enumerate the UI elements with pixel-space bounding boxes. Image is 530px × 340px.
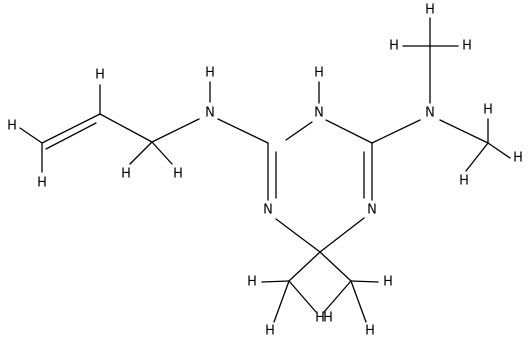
bond-mel-h3 xyxy=(288,280,317,313)
bond-c6-n1 xyxy=(275,218,321,253)
atom-n-amine-label: N xyxy=(205,106,215,121)
bond-mer-h3 xyxy=(323,280,352,313)
atom-labels: N H N N N H N H H H H H H H H H H H H H … xyxy=(7,3,523,339)
bond-c2-n3 xyxy=(285,121,313,141)
atom-n5-label: N xyxy=(367,203,377,218)
bond-mel-h1 xyxy=(261,280,290,283)
atom-h-me1-top-label: H xyxy=(425,3,435,18)
atom-n1-label: N xyxy=(263,203,273,218)
atom-h-allyl1-label: H xyxy=(121,167,131,182)
bond-me2-hbottom xyxy=(465,142,489,172)
bonds xyxy=(19,17,511,323)
bond-n3-c4 xyxy=(325,119,373,144)
bond-mer-h2 xyxy=(350,280,367,323)
atom-h-cme-right2-label: H xyxy=(365,324,375,339)
atom-h-allyl2-label: H xyxy=(173,167,183,182)
atom-h-vinyl-top-label: H xyxy=(95,68,105,83)
atom-h-me1-left-label: H xyxy=(389,39,399,54)
bond-ch-ch2-a xyxy=(41,113,101,144)
bond-mer-h1 xyxy=(350,280,379,283)
bond-c2-nh xyxy=(217,118,269,144)
atom-h-me2-top-label: H xyxy=(483,103,493,118)
atom-n3-label: N xyxy=(314,106,324,121)
atom-h-cme-left1-label: H xyxy=(247,275,257,290)
bond-ch2-ch xyxy=(99,113,153,143)
atom-h-vinyl-left1-label: H xyxy=(7,119,17,134)
bond-ch-ch2-b xyxy=(45,122,97,150)
atom-h-amine-label: H xyxy=(205,66,215,81)
bond-ch2-h2 xyxy=(151,141,173,165)
atom-h-n3-label: H xyxy=(314,66,324,81)
atom-h-me2-right-label: H xyxy=(513,151,523,166)
bond-c6-mel xyxy=(288,251,321,282)
bond-vinyl-h1 xyxy=(19,127,43,144)
bond-ch2-h1 xyxy=(129,141,153,165)
atom-h-cme-left2-label: H xyxy=(265,324,275,339)
bond-nme2-me2 xyxy=(439,119,489,144)
atom-n-dimethyl-label: N xyxy=(425,106,435,121)
atom-h-cme-right3-label: H xyxy=(323,311,333,326)
atom-h-vinyl-left2-label: H xyxy=(37,176,47,191)
bond-mel-h2 xyxy=(273,280,290,323)
bond-me2-hright xyxy=(487,142,511,159)
atom-h-me1-right-label: H xyxy=(462,39,472,54)
bond-c6-mer xyxy=(319,251,352,282)
atom-h-me2-bottom-label: H xyxy=(459,174,469,189)
bond-c4-nme2 xyxy=(371,119,421,144)
atom-h-cme-right1-label: H xyxy=(383,275,393,290)
bond-n5-c6 xyxy=(319,217,365,253)
bond-nh-ch2 xyxy=(151,118,200,143)
atom-h-cme-left3-label: H xyxy=(315,311,325,326)
